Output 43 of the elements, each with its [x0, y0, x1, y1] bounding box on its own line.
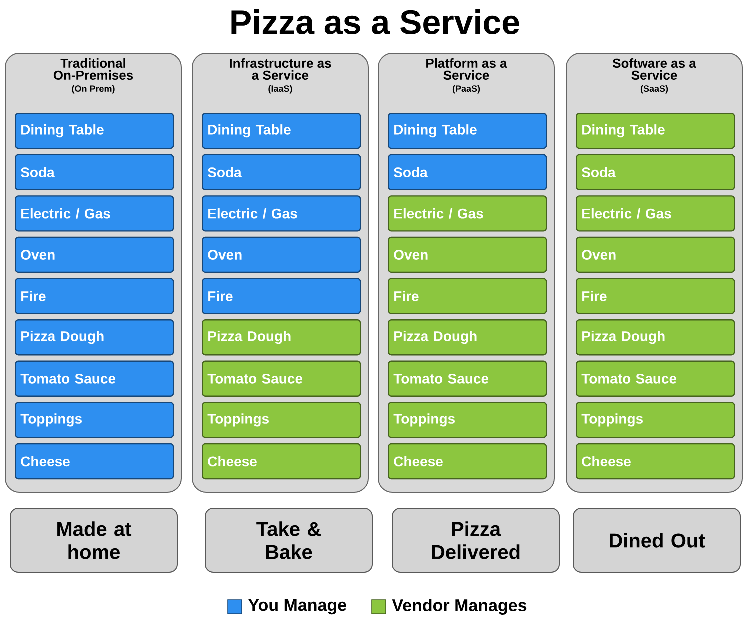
item-box: Tomato Sauce	[202, 360, 362, 397]
item-box: Oven	[576, 236, 736, 274]
scenario-box: Made at home	[10, 508, 178, 573]
item-box: Toppings	[576, 402, 736, 438]
item-box: Oven	[202, 236, 362, 274]
item-box: Electric / Gas	[576, 196, 736, 232]
item-box: Soda	[388, 154, 548, 190]
scenario-box: Dined Out	[573, 508, 741, 573]
item-box: Cheese	[576, 443, 736, 480]
item-box: Oven	[15, 236, 174, 274]
item-box: Cheese	[15, 443, 174, 480]
item-box: Pizza Dough	[388, 320, 548, 356]
scenario-box: Take & Bake	[205, 508, 373, 573]
title: Pizza as a Service	[232, 10, 520, 34]
item-box: Tomato Sauce	[15, 360, 174, 397]
item-box: Pizza Dough	[576, 320, 736, 356]
item-box: Fire	[202, 278, 362, 314]
item-box: Cheese	[388, 443, 548, 480]
item-box: Dining Table	[576, 113, 736, 150]
item-box: Toppings	[202, 402, 362, 438]
item-box: Oven	[388, 236, 548, 274]
scenario-box: Pizza Delivered	[392, 508, 560, 573]
item-box: Dining Table	[202, 113, 362, 150]
item-box: Electric / Gas	[202, 196, 362, 232]
item-box: Electric / Gas	[388, 196, 548, 232]
item-box: Toppings	[15, 402, 174, 438]
item-box: Cheese	[202, 443, 362, 480]
item-box: Pizza Dough	[202, 320, 362, 356]
item-box: Dining Table	[388, 113, 548, 150]
item-box: Tomato Sauce	[388, 360, 548, 397]
item-box: Fire	[576, 278, 736, 314]
legend-label: You Manage	[248, 599, 346, 615]
item-box: Soda	[202, 154, 362, 190]
item-box: Fire	[388, 278, 548, 314]
item-box: Tomato Sauce	[576, 360, 736, 397]
item-box: Fire	[15, 278, 174, 314]
item-box: Dining Table	[15, 113, 174, 150]
legend-label: Vendor Manages	[392, 599, 527, 615]
item-box: Toppings	[388, 402, 548, 438]
item-box: Electric / Gas	[15, 196, 174, 232]
item-box: Soda	[15, 154, 174, 190]
item-box: Pizza Dough	[15, 320, 174, 356]
item-box: Soda	[576, 154, 736, 190]
